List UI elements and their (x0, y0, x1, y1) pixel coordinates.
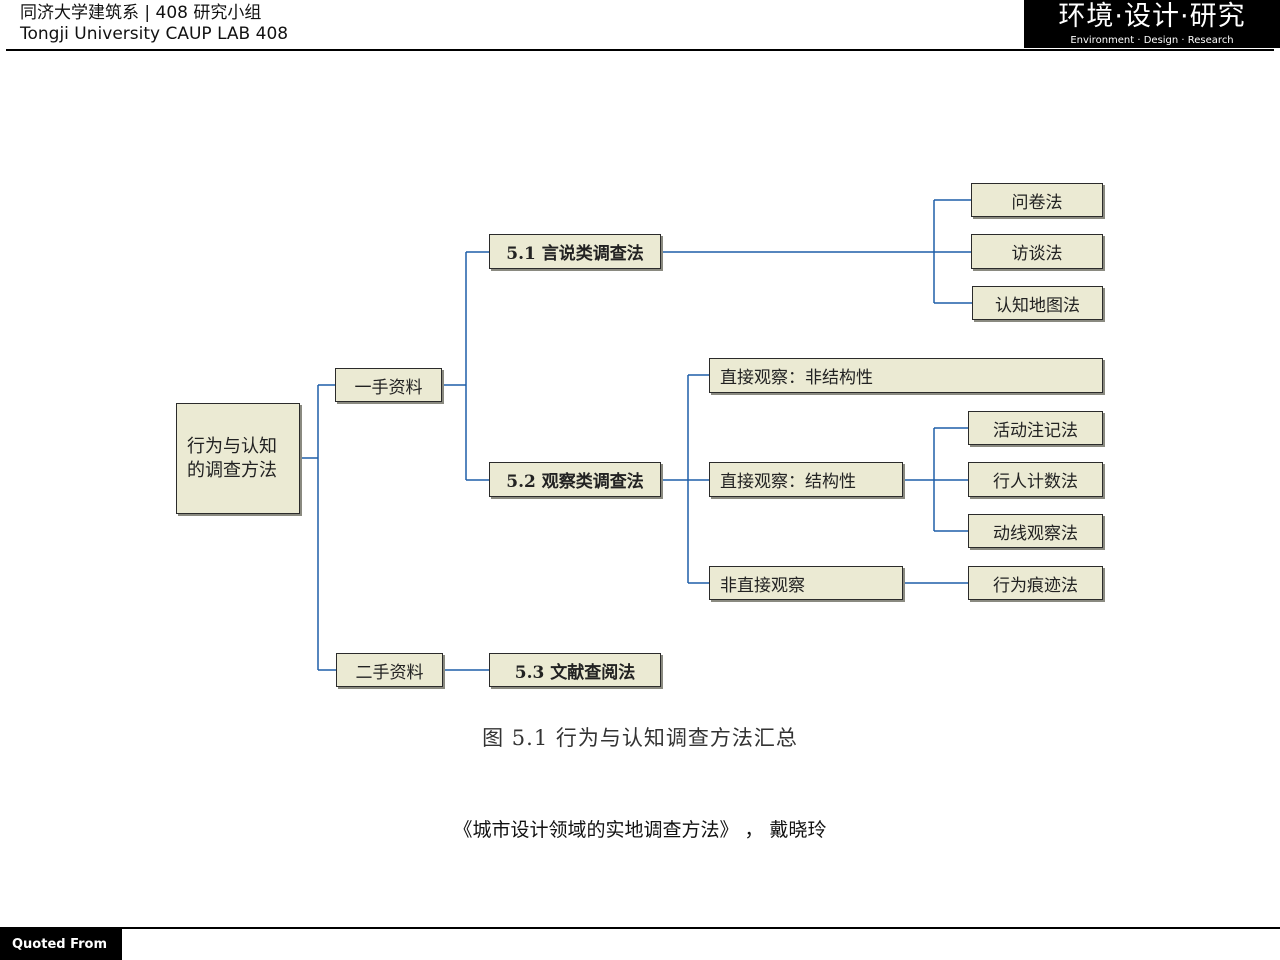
node-interview: 访谈法 (971, 234, 1103, 269)
node-root-line1: 行为与认知 (187, 435, 277, 457)
node-cognitive-map: 认知地图法 (972, 286, 1103, 320)
footer-rule (0, 927, 1280, 929)
brand-subtitle: Environment · Design · Research (1070, 35, 1234, 46)
node-root: 行为与认知 的调查方法 (176, 403, 300, 514)
node-direct-structured: 直接观察：结构性 (709, 462, 903, 497)
brand-logo: 环境·设计·研究 Environment · Design · Research (1024, 0, 1280, 48)
brand-title: 环境·设计·研究 (1058, 1, 1246, 32)
node-5-1: 5.1 言说类调查法 (489, 234, 661, 269)
node-secondary-data: 二手资料 (336, 653, 443, 687)
node-direct-unstructured: 直接观察：非结构性 (709, 358, 1103, 393)
node-questionnaire: 问卷法 (971, 183, 1103, 217)
node-movement-trace: 动线观察法 (968, 514, 1103, 548)
node-pedestrian-count: 行人计数法 (968, 462, 1103, 497)
node-root-line2: 的调查方法 (187, 459, 277, 481)
node-behavior-trace: 行为痕迹法 (968, 566, 1103, 600)
source-citation: 《城市设计领域的实地调查方法》 ， 戴晓玲 (453, 819, 827, 841)
node-activity-notation: 活动注记法 (968, 411, 1103, 445)
figure-caption: 图 5.1 行为与认知调查方法汇总 (482, 726, 798, 750)
node-primary-data: 一手资料 (335, 368, 442, 402)
header-lab-line: Tongji University CAUP LAB 408 (20, 24, 289, 44)
header-org-line: 同济大学建筑系 | 408 研究小组 (20, 3, 262, 23)
quoted-from-tag: Quoted From (0, 929, 122, 960)
node-5-3: 5.3 文献查阅法 (489, 653, 661, 687)
node-indirect: 非直接观察 (709, 566, 903, 600)
node-5-2: 5.2 观察类调查法 (489, 462, 661, 497)
header-rule (6, 49, 1274, 51)
